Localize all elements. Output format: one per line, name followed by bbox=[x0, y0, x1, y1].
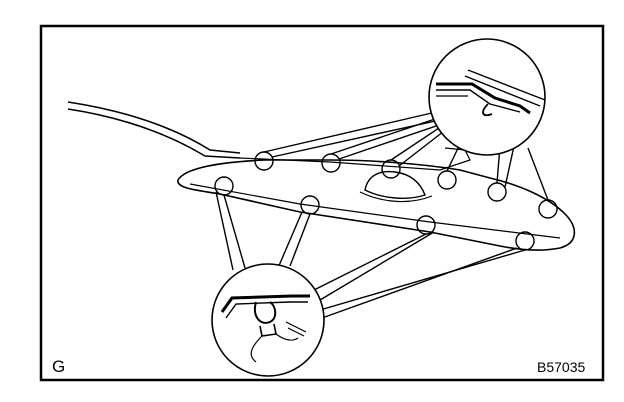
wire-outline-lower bbox=[67, 108, 241, 159]
lower-detail-section bbox=[220, 294, 310, 363]
panel-inner-edge bbox=[189, 183, 561, 239]
lower-leader-lines bbox=[215, 191, 526, 319]
upper-detail-section bbox=[436, 69, 546, 117]
upper-detail-circle bbox=[428, 38, 546, 156]
panel-boss bbox=[364, 170, 426, 199]
figure-code: B57035 bbox=[537, 359, 586, 375]
wire-outline-upper bbox=[67, 101, 241, 154]
figure-letter: G bbox=[52, 357, 66, 376]
panel-boss-base bbox=[359, 191, 433, 203]
figure-border bbox=[39, 24, 605, 382]
lower-detail-circle bbox=[211, 263, 325, 377]
